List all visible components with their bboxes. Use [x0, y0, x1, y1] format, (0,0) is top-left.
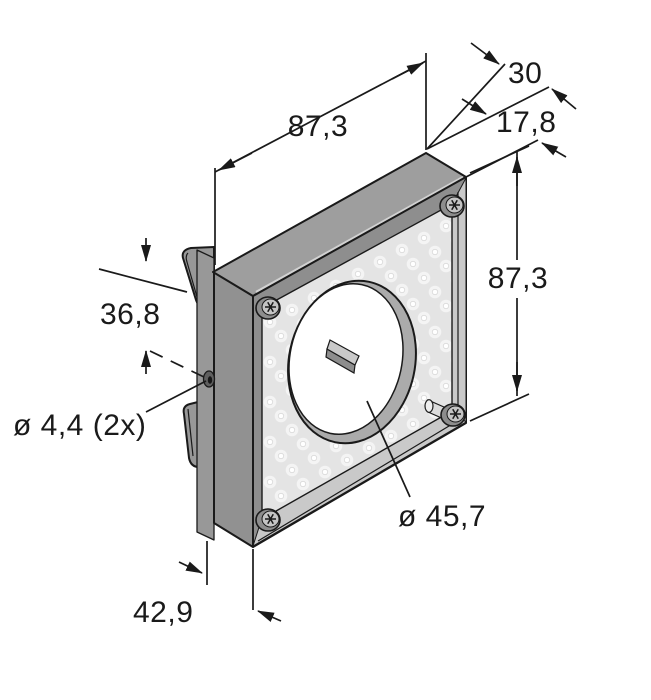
dim-depth-housing-label: 17,8 [496, 106, 556, 139]
dim-aperture-label: ø 45,7 [398, 500, 486, 533]
dim-bracket-width-label: 42,9 [133, 596, 193, 629]
bracket-mounting-hole [202, 370, 216, 388]
dimension-aperture: ø 45,7 [366, 400, 486, 533]
dimension-bracket-hole-offset: 36,8 [98, 238, 205, 378]
corner-screw [439, 194, 465, 218]
bracket-plate [196, 249, 215, 541]
corner-screw [255, 296, 281, 320]
corner-screw [440, 403, 466, 427]
dim-mounting-holes-label: ø 4,4 (2x) [13, 409, 146, 442]
dim-width-top-label: 87,3 [288, 110, 348, 143]
dimension-annotations: 87,3 30 17,8 87,3 [13, 42, 577, 629]
dimension-width-top: 87,3 [214, 53, 427, 265]
corner-screws [255, 194, 466, 532]
dimension-mounting-holes: ø 4,4 (2x) [13, 380, 207, 442]
dim-height-right-label: 87,3 [488, 262, 548, 295]
aperture-tab [325, 339, 360, 374]
dim-depth-total-label: 30 [508, 57, 542, 90]
dimension-depth-housing: 17,8 [426, 86, 567, 178]
mounting-bracket [181, 246, 215, 541]
dimension-height-right: 87,3 [469, 145, 548, 422]
dim-bracket-hole-offset-label: 36,8 [100, 298, 160, 331]
aperture-hole [287, 279, 417, 445]
device-body [181, 152, 467, 548]
housing-side-face [213, 271, 254, 548]
dimension-bracket-width: 42,9 [133, 541, 282, 629]
corner-screw [255, 508, 281, 532]
dimension-depth-total: 30 [426, 42, 577, 150]
